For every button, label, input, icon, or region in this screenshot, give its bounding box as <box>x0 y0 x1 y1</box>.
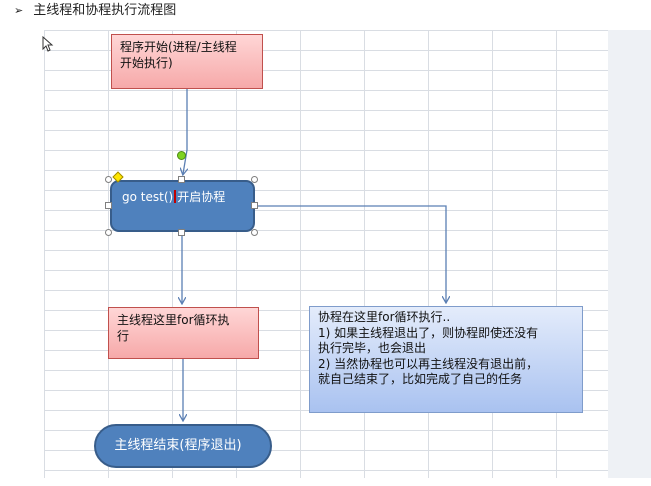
goroutine-note-line2: 1) 如果主线程退出了，则协程即使还没有 <box>318 325 539 340</box>
main-loop-node-line2: 行 <box>117 329 130 343</box>
resize-handle-bottom-right[interactable] <box>251 229 258 236</box>
resize-handle-right[interactable] <box>251 202 258 209</box>
resize-handle-top[interactable] <box>178 176 185 183</box>
goroutine-note-line3: 执行完毕，也会退出 <box>318 341 427 355</box>
start-node-line2: 开始执行) <box>120 56 173 70</box>
resize-handle-bottom-left[interactable] <box>105 229 112 236</box>
section-heading: ➢ 主线程和协程执行流程图 <box>14 2 176 20</box>
goroutine-note[interactable]: 协程在这里for循环执行.. 1) 如果主线程退出了，则协程即使还没有 执行完毕… <box>309 306 583 413</box>
go-test-node[interactable]: go test()开启协程 <box>110 180 255 232</box>
connector-go-to-note <box>255 205 446 302</box>
goroutine-note-line4: 2) 当然协程也可以再主线程没有退出前， <box>318 356 539 371</box>
resize-handle-left[interactable] <box>105 202 112 209</box>
start-node[interactable]: 程序开始(进程/主线程 开始执行) <box>111 34 263 89</box>
go-test-node-code: go test() <box>122 190 174 204</box>
goroutine-note-line5: 就自己结束了，比如完成了自己的任务 <box>318 372 523 386</box>
side-panel <box>608 30 651 478</box>
end-node[interactable]: 主线程结束(程序退出) <box>94 424 272 468</box>
arrow-bullet-icon: ➢ <box>14 4 24 17</box>
main-loop-node-line1: 主线程这里for循环执 <box>117 313 230 327</box>
go-test-node-label: 开启协程 <box>177 190 226 204</box>
connector-start-to-go <box>183 89 187 174</box>
main-loop-node[interactable]: 主线程这里for循环执 行 <box>108 307 259 359</box>
resize-handle-bottom[interactable] <box>178 229 185 236</box>
end-node-label: 主线程结束(程序退出) <box>114 438 242 453</box>
start-node-line1: 程序开始(进程/主线程 <box>120 40 237 54</box>
resize-handle-top-right[interactable] <box>251 176 258 183</box>
text-cursor <box>174 190 177 203</box>
section-heading-text: 主线程和协程执行流程图 <box>33 3 177 18</box>
resize-handle-top-left[interactable] <box>105 176 112 183</box>
rotation-handle[interactable] <box>177 151 186 160</box>
spreadsheet-grid[interactable] <box>44 30 608 478</box>
mouse-pointer-icon <box>42 36 54 52</box>
goroutine-note-line1: 协程在这里for循环执行.. <box>318 310 451 324</box>
